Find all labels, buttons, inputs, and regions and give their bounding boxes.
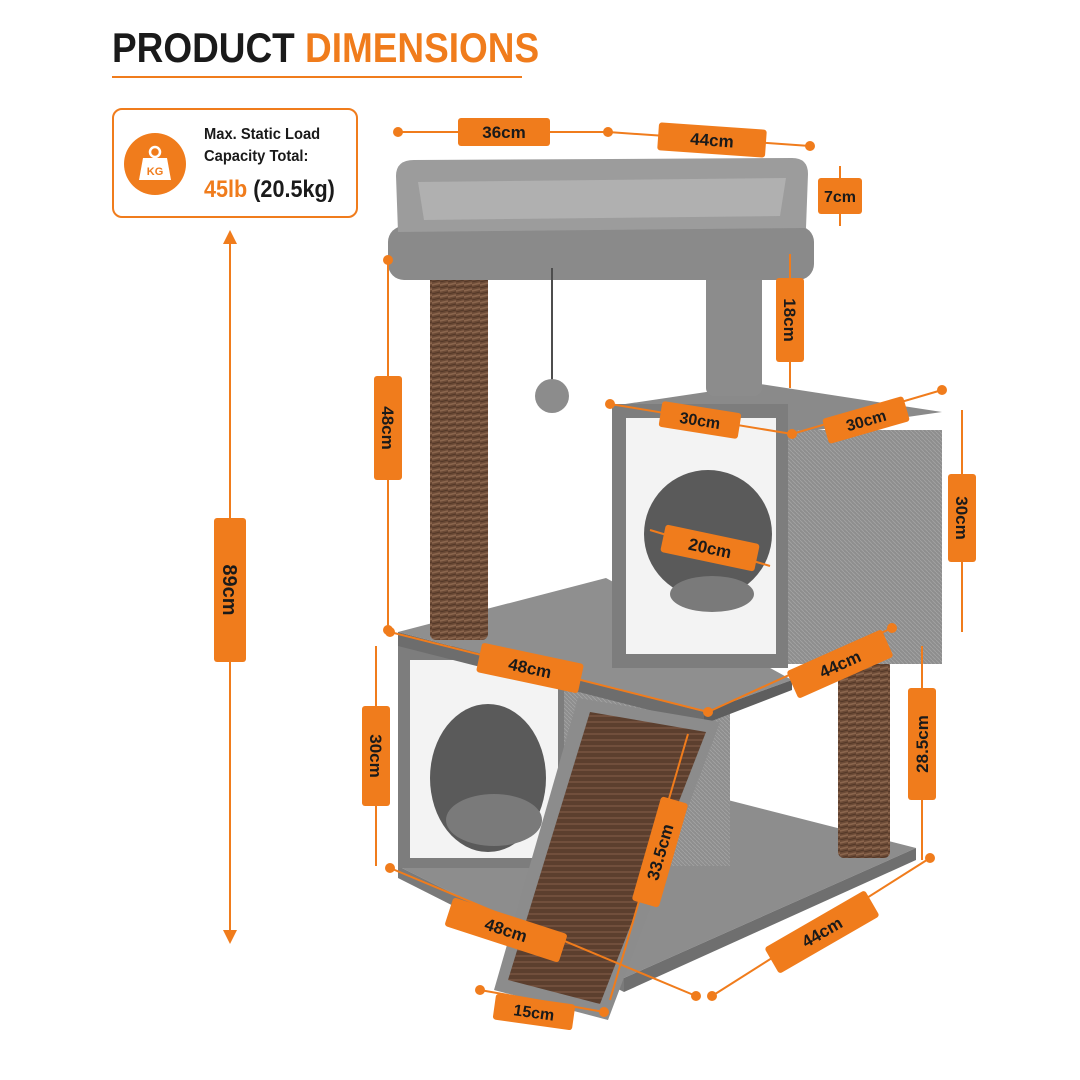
load-line-1: Max. Static Load — [204, 126, 321, 143]
middle-platform — [398, 578, 792, 712]
label-box-width: 30cm — [658, 401, 742, 439]
label-right-post-height: 28.5cm — [908, 688, 936, 800]
label-text: 36cm — [482, 123, 525, 142]
total-height-arrowheads — [223, 230, 237, 944]
label-text: 15cm — [512, 1002, 555, 1025]
page-title: PRODUCT DIMENSIONS — [112, 24, 539, 72]
load-value: 45lb (20.5kg) — [204, 176, 335, 204]
label-text: 18cm — [780, 298, 799, 341]
label-top-depth: 44cm — [657, 122, 767, 158]
label-lower-box-height: 30cm — [362, 706, 390, 806]
label-mid-width: 48cm — [476, 643, 584, 693]
label-text: 7cm — [824, 189, 856, 206]
label-text: 30cm — [678, 410, 721, 433]
kg-weight-icon: KG — [124, 133, 186, 195]
top-bed-base — [388, 226, 814, 280]
top-bed-inner — [418, 178, 786, 220]
right-lower-sisal-post — [838, 660, 890, 858]
load-value-lb: 45lb — [204, 176, 248, 203]
load-capacity-box: KG Max. Static Load Capacity Total: 45lb… — [112, 108, 358, 218]
load-line-2: Capacity Total: — [204, 148, 309, 165]
dimension-endpoints — [383, 127, 947, 1017]
upper-box-cushion — [670, 576, 754, 612]
kg-badge-text: KG — [147, 166, 164, 178]
left-sisal-post — [430, 254, 488, 640]
load-value-kg: (20.5kg) — [253, 176, 335, 203]
label-text: 89cm — [218, 564, 240, 615]
base-board-edge — [624, 848, 916, 992]
label-ramp-width: 15cm — [492, 993, 576, 1031]
middle-platform-right-edge — [704, 680, 792, 724]
label-top-height: 7cm — [818, 178, 862, 214]
toy-ball — [535, 379, 569, 413]
label-box-height: 30cm — [948, 474, 976, 562]
label-text: 30cm — [366, 734, 385, 777]
label-hole-diameter: 20cm — [660, 524, 760, 572]
label-text: 30cm — [952, 496, 971, 539]
lower-box-cushion — [446, 794, 542, 846]
label-left-post-height: 48cm — [374, 376, 402, 480]
right-upper-post — [706, 256, 762, 396]
label-total-height: 89cm — [214, 518, 246, 662]
label-text: 28.5cm — [913, 715, 932, 773]
title-underline — [112, 76, 522, 78]
load-description: Max. Static Load Capacity Total: — [204, 124, 320, 168]
title-word-dimensions: DIMENSIONS — [305, 24, 540, 71]
title-word-product: PRODUCT — [112, 24, 295, 71]
upper-box-side — [786, 430, 942, 664]
label-top-width: 36cm — [458, 118, 550, 146]
label-text: 48cm — [378, 406, 397, 449]
label-text: 44cm — [690, 130, 735, 152]
label-post-height-top: 18cm — [776, 278, 804, 362]
